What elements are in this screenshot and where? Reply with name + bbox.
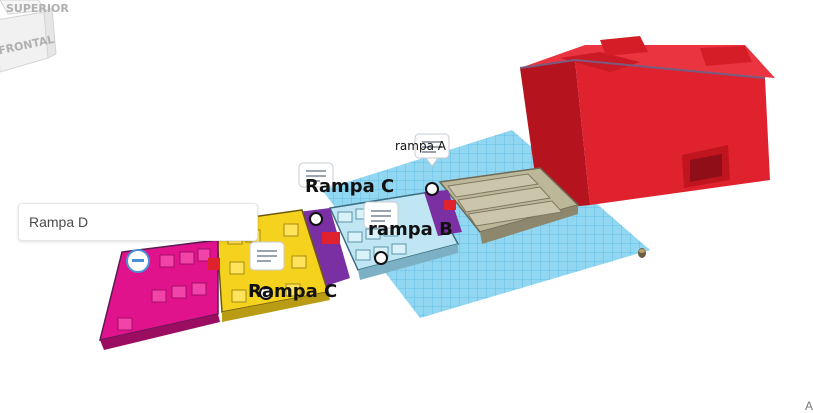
anchor-point-rampa-a[interactable] [425,182,439,196]
label-rampa-b: rampa B [368,219,453,240]
note-marker-rampa-b[interactable] [363,201,399,229]
view-cube-top-label: SUPERIOR [6,2,69,15]
note-panel-text: Rampa D [29,214,89,230]
purple-connectors [298,190,462,288]
magenta-ramp-part[interactable] [98,239,220,350]
red-enclosure-part[interactable] [519,36,775,210]
note-lines-icon [371,210,391,222]
corner-indicator: A [804,399,813,413]
note-lines-icon [306,170,326,182]
minus-icon [132,259,144,262]
khaki-ramp-part[interactable] [438,167,580,244]
anchor-point-rampa-c-bottom[interactable] [259,286,273,300]
note-marker-rampa-c-bottom[interactable] [249,241,285,271]
collapse-note-button[interactable] [126,249,150,273]
note-lines-icon [257,250,277,262]
note-panel-rampa-d[interactable]: Rampa D [18,203,258,241]
view-cube[interactable]: SUPERIOR FRONTAL [0,0,69,73]
screw-part[interactable] [638,248,646,258]
anchor-point-rampa-b[interactable] [374,251,388,265]
anchor-point-rampa-c-top[interactable] [309,212,323,226]
label-rampa-a: rampa A [395,139,447,153]
label-rampa-c-top: Rampa C [305,176,394,197]
note-marker-rampa-c-top[interactable] [298,162,334,188]
note-lines-icon [422,141,442,153]
label-rampa-c-bottom: Rampa C [248,281,337,302]
note-marker-rampa-a[interactable] [414,133,450,167]
